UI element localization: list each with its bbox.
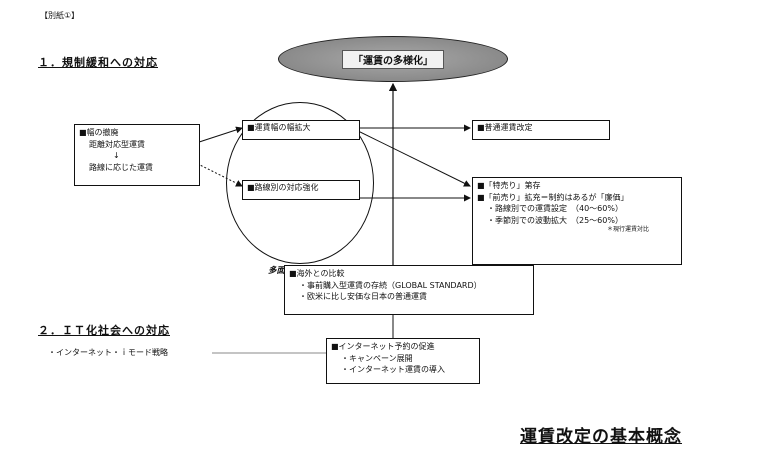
right-box-2-line4: ・季節別での波動拡大 （25～60%）	[487, 215, 623, 225]
right-box-2-line3: ・路線別での運賃設定 （40～60%）	[487, 204, 623, 214]
right-box-2-note: ＊現行運賃対比	[607, 226, 650, 234]
left-box-line2: 路線に応じた運賃	[89, 162, 153, 172]
section-1-heading: １．規制緩和への対応	[38, 56, 158, 69]
right-box-2-line1: ■「特売り」第存	[477, 181, 541, 190]
left-box-title: ■幅の撤廃	[79, 128, 119, 137]
section-2-heading: ２．ＩＴ化社会への対応	[38, 324, 170, 337]
page-title: 運賃改定の基本概念	[520, 427, 682, 447]
expansion-circle	[226, 102, 374, 264]
left-box-line1: 距離対応型運賃	[89, 139, 145, 149]
it-box-line1: ・キャンペーン展開	[341, 353, 413, 363]
compare-box-title: ■海外との比較	[289, 269, 345, 278]
compare-box: ■海外との比較 ・事前購入型運賃の存続（GLOBAL STANDARD） ・欧米…	[284, 265, 534, 315]
diversification-ellipse: 「運賃の多様化」	[278, 36, 508, 82]
ellipse-label: 「運賃の多様化」	[342, 49, 444, 69]
compare-box-line2: ・欧米に比し安価な日本の普通運賃	[299, 292, 427, 302]
right-box-2-line2: ■「前売り」拡充＝制約はあるが「廉価」	[477, 192, 629, 202]
circle-box-1-text: ■運賃幅の幅拡大	[247, 123, 311, 132]
right-box-1-title: ■普通運賃改定	[477, 123, 533, 132]
right-box-2: ■「特売り」第存 ■「前売り」拡充＝制約はあるが「廉価」 ・路線別での運賃設定 …	[472, 177, 682, 265]
compare-box-line1: ・事前購入型運賃の存続（GLOBAL STANDARD）	[299, 280, 482, 290]
it-box-title: ■インターネット予約の促進	[331, 342, 435, 351]
arrow-box1-to-right2	[351, 127, 471, 187]
it-box-line2: ・インターネット運賃の導入	[341, 365, 445, 375]
circle-box-1: ■運賃幅の幅拡大	[242, 120, 360, 140]
right-box-1: ■普通運賃改定	[472, 120, 610, 140]
it-strategy-label: ・インターネット・ｉモード戦略	[48, 348, 168, 357]
down-arrow-icon: ↓	[113, 151, 120, 161]
circle-box-2-text: ■路線別の対応強化	[247, 183, 319, 192]
document-tag: 【別紙①】	[40, 11, 80, 20]
left-box: ■幅の撤廃 距離対応型運賃 ↓ 路線に応じた運賃	[74, 124, 200, 186]
it-box: ■インターネット予約の促進 ・キャンペーン展開 ・インターネット運賃の導入	[326, 338, 480, 384]
circle-box-2: ■路線別の対応強化	[242, 180, 360, 200]
